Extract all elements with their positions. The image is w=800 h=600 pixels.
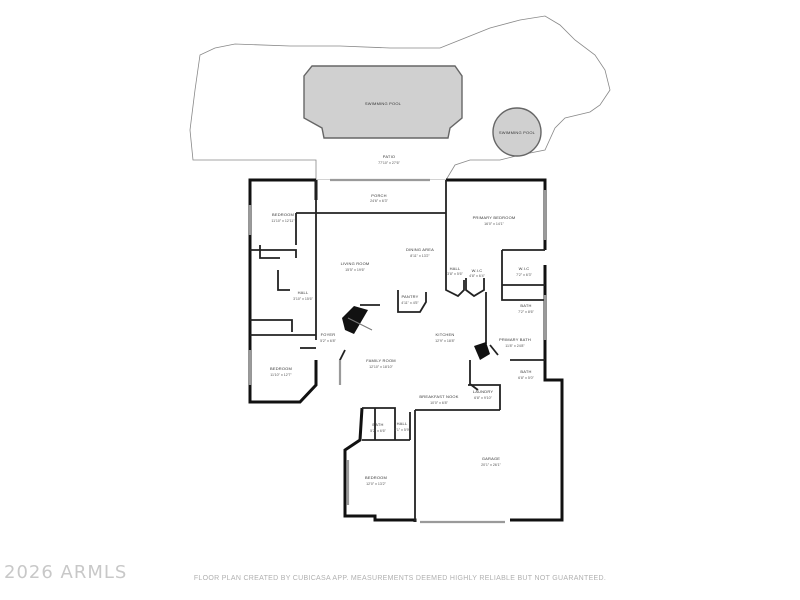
interior-walls xyxy=(250,180,545,522)
bedroom-nw-label: BEDROOM xyxy=(272,212,294,217)
porch-label: PORCH xyxy=(371,193,386,198)
living-room-label: LIVING ROOM xyxy=(341,261,370,266)
breakfast-nook-dims: 10'0" x 6'8" xyxy=(430,401,448,405)
wic-small-dims: 4'8" x 6'4" xyxy=(469,274,485,278)
primary-bedroom-dims: 16'0" x 14'1" xyxy=(484,222,504,226)
family-room-label: FAMILY ROOM xyxy=(366,358,396,363)
hall-west-label: HALL xyxy=(298,290,309,295)
hall-primary-dims: 3'8" x 5'6" xyxy=(447,272,463,276)
pantry-dims: 4'11" x 4'5" xyxy=(401,301,419,305)
bath-primary-upper-dims: 7'2" x 8'6" xyxy=(518,310,534,314)
foyer-label: FOYER xyxy=(321,332,336,337)
bedroom-sw-dims: 11'10" x 12'7" xyxy=(270,373,292,377)
family-room-dims: 12'10" x 18'10" xyxy=(369,365,393,369)
house-floor xyxy=(250,180,562,522)
bedroom-south-label: BEDROOM xyxy=(365,475,387,480)
pool-label: SWIMMING POOL xyxy=(365,101,402,106)
kitchen-dims: 12'9" x 18'8" xyxy=(435,339,455,343)
porch-dims: 24'6" x 6'3" xyxy=(370,199,388,203)
patio-label: PATIO xyxy=(383,154,395,159)
bath-small-label: BATH xyxy=(520,369,531,374)
wic-large-label: W.I.C xyxy=(519,266,530,271)
foyer-dims: 5'2" x 6'8" xyxy=(320,339,336,343)
primary-bath-label: PRIMARY BATH xyxy=(499,337,531,342)
bedroom-sw-label: BEDROOM xyxy=(270,366,292,371)
room-labels: PORCH 24'6" x 6'3" BEDROOM 11'10" x 12'1… xyxy=(270,193,535,486)
living-room-dims: 15'5" x 19'6" xyxy=(345,268,365,272)
dining-area-dims: 8'11" x 13'2" xyxy=(410,254,430,258)
kitchen-label: KITCHEN xyxy=(436,332,455,337)
primary-bath-dims: 11'8" x 24'8" xyxy=(505,344,525,348)
breakfast-nook-label: BREAKFAST NOOK xyxy=(419,394,458,399)
watermark: 2026 ARMLS xyxy=(4,562,128,583)
patio-dims: 77'10" x 27'6" xyxy=(378,161,400,165)
fireplace-hearth xyxy=(347,317,373,331)
laundry-dims: 6'8" x 9'10" xyxy=(474,396,492,400)
bath-primary-upper-label: BATH xyxy=(520,303,531,308)
spa-label: SWIMMING POOL xyxy=(499,130,536,135)
bath-center-dims: 5'2" x 6'6" xyxy=(370,429,386,433)
bedroom-south-dims: 12'0" x 13'2" xyxy=(366,482,386,486)
hall-west-dims: 3'10" x 15'6" xyxy=(293,297,313,301)
windows xyxy=(248,178,547,524)
swimming-pool xyxy=(303,65,463,139)
wic-small-label: W.I.C xyxy=(472,268,483,273)
hall-primary-label: HALL xyxy=(450,266,461,271)
fireplace xyxy=(342,306,368,334)
bedroom-nw-dims: 11'10" x 12'11" xyxy=(271,219,295,223)
counter-block xyxy=(474,342,490,360)
bath-center-label: BATH xyxy=(372,422,383,427)
pantry-label: PANTRY xyxy=(401,294,418,299)
hall-center-dims: 3'1" x 5'9" xyxy=(394,428,410,432)
laundry-label: LAUNDRY xyxy=(473,389,494,394)
dining-area-label: DINING AREA xyxy=(406,247,434,252)
hall-center-label: HALL xyxy=(397,421,408,426)
garage-label: GARAGE xyxy=(482,456,500,461)
spa xyxy=(492,107,542,157)
bath-small-dims: 6'8" x 5'0" xyxy=(518,376,534,380)
garage-dims: 20'1" x 26'1" xyxy=(481,463,501,467)
wic-large-dims: 7'2" x 6'3" xyxy=(516,273,532,277)
footer-disclaimer: FLOOR PLAN CREATED BY CUBICASA APP. MEAS… xyxy=(193,575,607,582)
primary-bedroom-label: PRIMARY BEDROOM xyxy=(473,215,516,220)
